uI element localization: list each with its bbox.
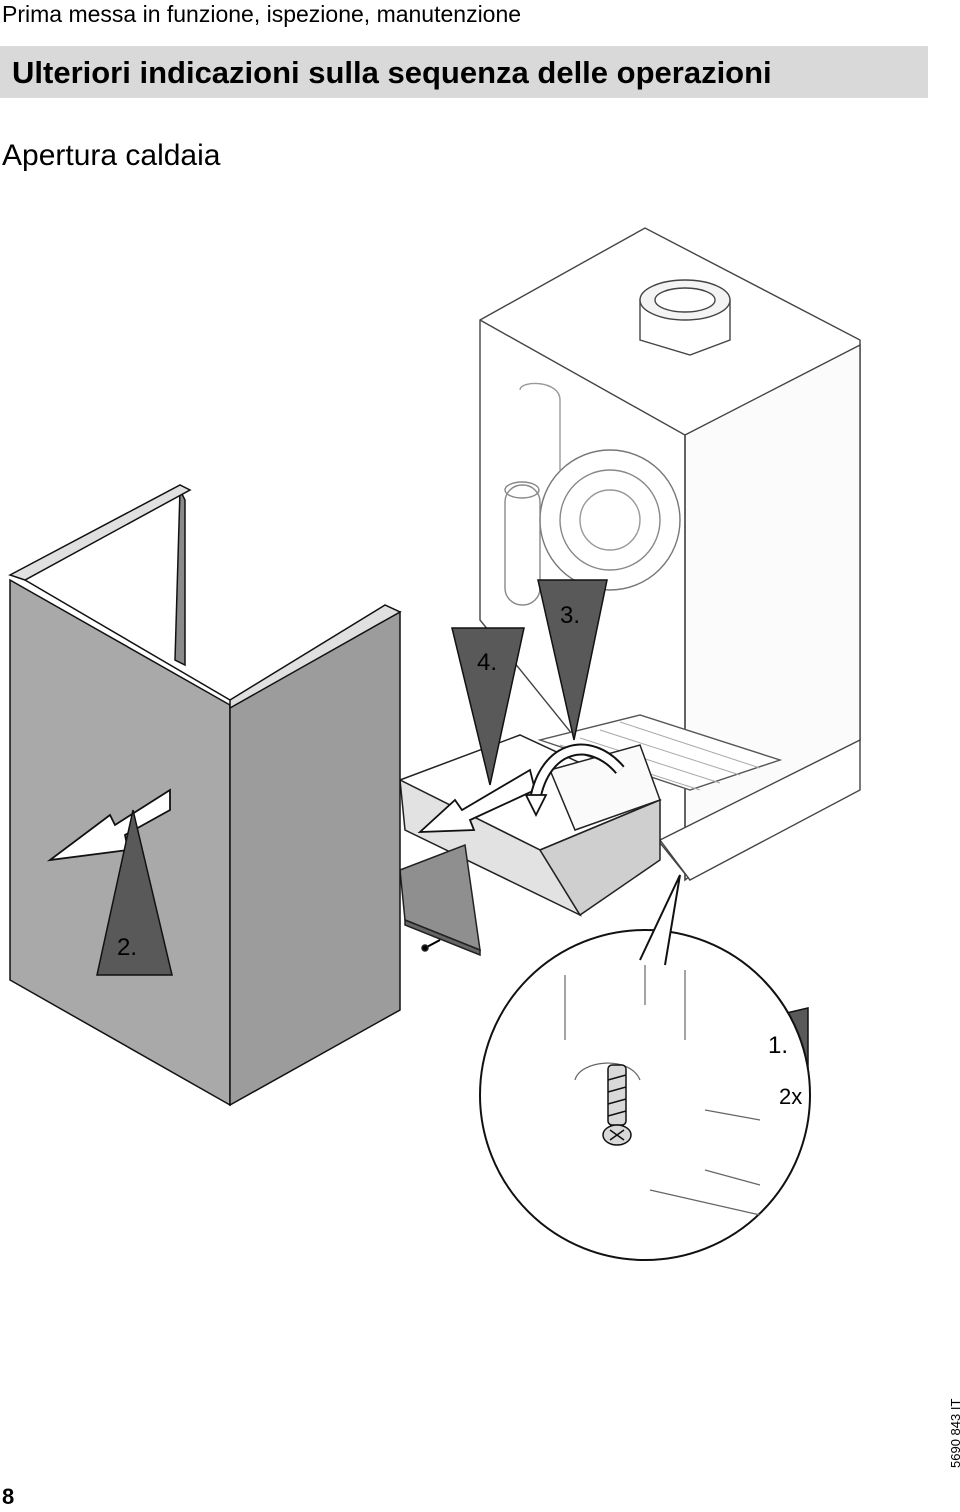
- step-pointer-2: [96, 809, 173, 976]
- section-bar: Ulteriori indicazioni sulla sequenza del…: [0, 46, 928, 98]
- page-number: 8: [2, 1484, 15, 1509]
- subsection-title: Apertura caldaia: [2, 139, 221, 172]
- step-label-4: 4.: [477, 649, 497, 676]
- step-label-1: 1.: [768, 1032, 788, 1059]
- step-pointer-4: [451, 627, 525, 786]
- front-casing: [8, 484, 402, 1107]
- screw-detail-circle: [479, 929, 811, 1261]
- step-label-1-note: 2x: [779, 1084, 802, 1109]
- document-code: 5690 843 IT: [948, 1398, 960, 1468]
- screw-icon: [602, 1064, 632, 1146]
- step-label-3: 3.: [560, 602, 580, 629]
- detail-callout: [479, 874, 811, 1261]
- section-title: Ulteriori indicazioni sulla sequenza del…: [12, 55, 772, 90]
- running-header: Prima messa in funzione, ispezione, manu…: [2, 1, 522, 27]
- step-pointer-3: [537, 579, 608, 741]
- step-label-2: 2.: [117, 934, 137, 961]
- lower-cover-panel: [399, 843, 481, 957]
